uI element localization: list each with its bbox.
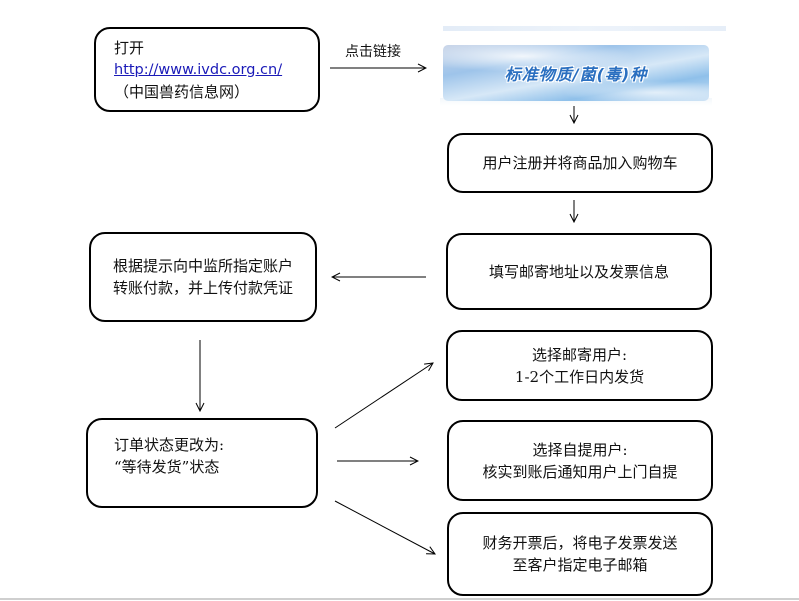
pickup-option-line2: 核实到账后通知用户上门自提 [482,462,678,481]
register-text: 用户注册并将商品加入购物车 [482,154,678,172]
site-name: （中国兽药信息网） [114,82,250,101]
step-register: 用户注册并将商品加入购物车 [447,133,713,193]
step-open-website: 打开 http://www.ivdc.org.cn/ （中国兽药信息网） [94,27,320,112]
order-status-line1: 订单状态更改为: [114,436,225,454]
step-mail-option: 选择邮寄用户: 1-2个工作日内发货 [446,330,713,401]
fill-address-text: 填写邮寄地址以及发票信息 [488,262,669,281]
website-link[interactable]: http://www.ivdc.org.cn/ [114,61,283,78]
pickup-option-line1: 选择自提用户: [532,440,628,459]
invoice-line2: 至客户指定电子邮箱 [512,556,648,574]
banner-shadow [440,98,712,106]
step-invoice: 财务开票后，将电子发票发送 至客户指定电子邮箱 [447,512,713,596]
banner-top-strip [443,26,726,31]
invoice-line1: 财务开票后，将电子发票发送 [482,534,678,552]
click-link-label: 点击链接 [345,44,401,60]
step-order-status: 订单状态更改为: “等待发货”状态 [86,418,318,508]
mail-option-line2: 1-2个工作日内发货 [514,367,645,386]
arrow-status-to-invoice [334,500,435,554]
pay-line1: 根据提示向中监所指定账户 [112,257,293,275]
step-fill-address: 填写邮寄地址以及发票信息 [446,233,712,310]
mail-option-line1: 选择邮寄用户: [531,345,628,364]
page-bottom-divider [0,598,799,600]
order-status-line2: “等待发货”状态 [114,458,220,476]
step-pickup-option: 选择自提用户: 核实到账后通知用户上门自提 [447,420,713,501]
pay-line2: 转账付款，并上传付款凭证 [112,279,293,297]
open-label: 打开 [114,38,145,57]
banner-text: 标准物质/菌(毒)种 [504,65,648,84]
reference-materials-banner[interactable]: 标准物质/菌(毒)种 [443,45,709,101]
arrow-status-to-mail [334,363,433,429]
step-pay: 根据提示向中监所指定账户 转账付款，并上传付款凭证 [89,232,317,322]
